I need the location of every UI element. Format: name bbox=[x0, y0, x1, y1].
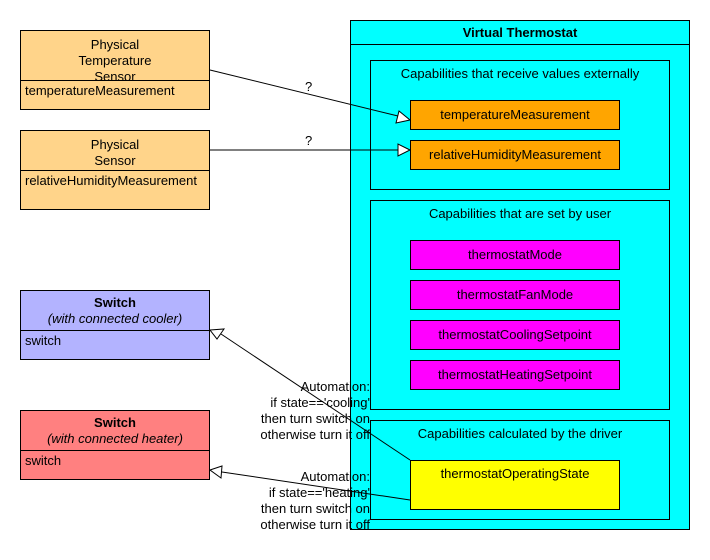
automation-line: otherwise turn it off bbox=[260, 427, 370, 442]
cap-thermostat-fan-mode: thermostatFanMode bbox=[410, 280, 620, 310]
automation-line: then turn switch on bbox=[260, 501, 370, 516]
title-line: Sensor bbox=[94, 153, 136, 168]
heater-switch-attribute: switch bbox=[21, 450, 209, 469]
automation-line: if state=='heating' bbox=[268, 485, 370, 500]
group-user-label: Capabilities that are set by user bbox=[428, 206, 612, 221]
cooling-automation-label: Automation: if state=='cooling' then tur… bbox=[260, 379, 370, 443]
temp-sensor-title: Physical Temperature Sensor bbox=[21, 31, 209, 84]
group-driver: Capabilities calculated by the driver bbox=[370, 420, 670, 520]
cooling-automation-edge bbox=[220, 333, 411, 461]
cap-thermostat-operating-state: thermostatOperatingState bbox=[410, 460, 620, 510]
virtual-thermostat-node: Virtual Thermostat bbox=[350, 20, 690, 530]
cap-relative-humidity-measurement: relativeHumidityMeasurement bbox=[410, 140, 620, 170]
cooler-switch-attribute: switch bbox=[21, 330, 209, 349]
heater-switch-subtitle: (with connected heater) bbox=[47, 431, 183, 446]
humidity-sensor-title: Physical Sensor bbox=[21, 131, 209, 170]
automation-line: Automation: bbox=[300, 379, 370, 394]
arrowhead-icon bbox=[397, 143, 412, 157]
heater-switch-node: Switch (with connected heater) switch bbox=[20, 410, 210, 480]
humidity-edge-label: ? bbox=[305, 133, 313, 148]
title-line: Temperature bbox=[78, 53, 152, 68]
arrowhead-icon bbox=[395, 110, 412, 124]
automation-line: Automation: bbox=[300, 469, 370, 484]
automation-line: if state=='cooling' bbox=[270, 395, 370, 410]
group-external-label: Capabilities that receive values externa… bbox=[400, 66, 640, 81]
heater-switch-header: Switch (with connected heater) bbox=[21, 411, 209, 450]
cooler-switch-subtitle: (with connected cooler) bbox=[47, 311, 183, 326]
cap-temperature-measurement: temperatureMeasurement bbox=[410, 100, 620, 130]
virtual-thermostat-title: Virtual Thermostat bbox=[351, 21, 689, 45]
heater-switch-title: Switch bbox=[94, 415, 136, 430]
title-line: Sensor bbox=[94, 69, 136, 84]
cap-thermostat-mode: thermostatMode bbox=[410, 240, 620, 270]
arrowhead-icon bbox=[209, 328, 226, 340]
cooler-switch-title: Switch bbox=[94, 295, 136, 310]
cap-thermostat-cooling-setpoint: thermostatCoolingSetpoint bbox=[410, 320, 620, 350]
temp-sensor-attribute: temperatureMeasurement bbox=[21, 80, 209, 99]
humidity-sensor-node: Physical Sensor relativeHumidityMeasurem… bbox=[20, 130, 210, 210]
group-driver-label: Capabilities calculated by the driver bbox=[417, 426, 623, 441]
automation-line: otherwise turn it off bbox=[260, 517, 370, 532]
arrowhead-icon bbox=[208, 465, 223, 479]
group-user: Capabilities that are set by user bbox=[370, 200, 670, 410]
cooler-switch-header: Switch (with connected cooler) bbox=[21, 291, 209, 330]
cap-thermostat-heating-setpoint: thermostatHeatingSetpoint bbox=[410, 360, 620, 390]
temp-sensor-node: Physical Temperature Sensor temperatureM… bbox=[20, 30, 210, 110]
group-external: Capabilities that receive values externa… bbox=[370, 60, 670, 190]
heating-automation-label: Automation: if state=='heating' then tur… bbox=[260, 469, 370, 533]
title-line: Physical bbox=[90, 37, 140, 52]
title-line: Physical bbox=[90, 137, 140, 152]
temp-sensor-edge bbox=[209, 69, 399, 117]
humidity-sensor-attribute: relativeHumidityMeasurement bbox=[21, 170, 209, 189]
cooler-switch-node: Switch (with connected cooler) switch bbox=[20, 290, 210, 360]
temp-edge-label: ? bbox=[305, 79, 313, 94]
heating-automation-edge bbox=[221, 471, 411, 501]
